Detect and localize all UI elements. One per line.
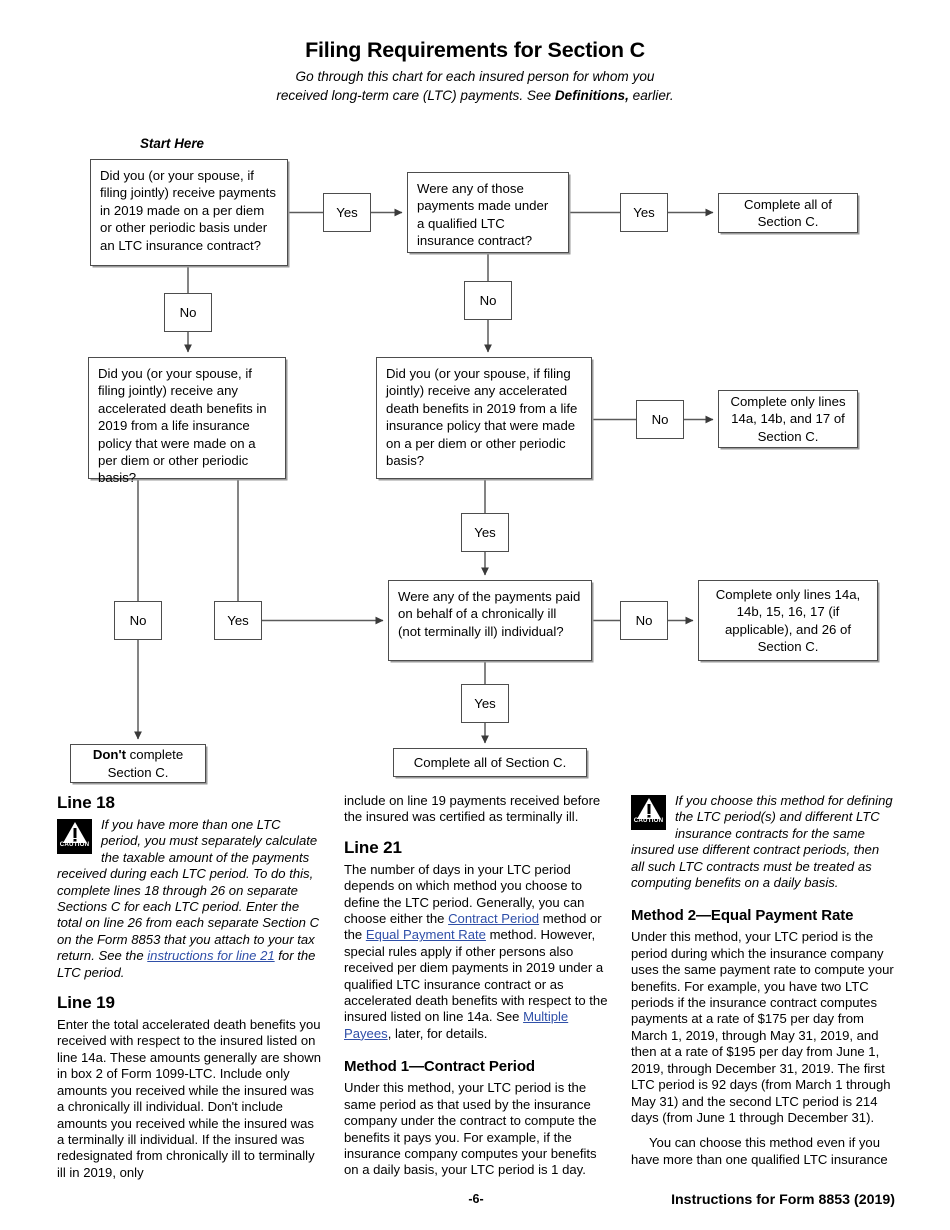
caution-exclamation-dot bbox=[647, 815, 650, 818]
flow-label-no-4: No bbox=[620, 601, 668, 640]
dont-emphasis: Don't bbox=[92, 747, 126, 763]
filing-requirements-flowchart: Start Here Did you (or your spouse, if f… bbox=[70, 136, 878, 783]
line-21-text-b: method or the bbox=[344, 911, 602, 943]
method-1-caution-paragraph: CAUTION If you choose this method for de… bbox=[631, 793, 895, 891]
caution-icon: CAUTION bbox=[631, 795, 666, 830]
flowchart-connector-lines bbox=[134, 208, 714, 744]
link-instructions-for-line-21[interactable]: instructions for line 21 bbox=[147, 948, 275, 964]
column-3: CAUTION If you choose this method for de… bbox=[631, 793, 895, 1190]
link-equal-payment-rate[interactable]: Equal Payment Rate bbox=[365, 927, 486, 943]
subtitle-text-after: earlier. bbox=[628, 87, 674, 103]
caution-icon-label: CAUTION bbox=[59, 840, 90, 848]
caution-exclamation-bar bbox=[647, 804, 650, 814]
flow-node-question-1: Did you (or your spouse, if filing joint… bbox=[90, 159, 288, 266]
caution-exclamation-bar bbox=[73, 828, 76, 838]
line-21-text-d: , later, for details. bbox=[387, 1025, 488, 1041]
flow-node-complete-lines-14a-14b-15-16-17-26: Complete only lines 14a, 14b, 15, 16, 17… bbox=[698, 580, 878, 661]
flow-label-no-2: No bbox=[464, 281, 512, 320]
caution-icon-label: CAUTION bbox=[633, 816, 664, 824]
footer-form-title: Instructions for Form 8853 (2019) bbox=[671, 1192, 895, 1208]
flow-node-question-3: Did you (or your spouse, if filing joint… bbox=[88, 357, 286, 485]
line-21-text-c: method. However, special rules apply if … bbox=[344, 927, 608, 1025]
line-18-caution-paragraph: CAUTION If you have more than one LTC pe… bbox=[57, 817, 321, 981]
instructions-body: Line 18 CAUTION If you have more than on… bbox=[57, 793, 895, 1190]
method-1-body: Under this method, your LTC period is th… bbox=[344, 1080, 597, 1178]
page-footer: -6- Instructions for Form 8853 (2019) bbox=[57, 1192, 895, 1208]
line-21-text-a: The number of days in your LTC period de… bbox=[344, 861, 585, 927]
flow-label-yes-5: Yes bbox=[461, 684, 509, 723]
heading-method-2-equal-payment-rate: Method 2—Equal Payment Rate bbox=[631, 907, 854, 925]
flow-label-no-5: No bbox=[114, 601, 162, 640]
flow-label-no-3: No bbox=[636, 400, 684, 439]
link-multiple-payees[interactable]: Multiple Payees bbox=[344, 1009, 569, 1041]
subtitle-definitions-emphasis: Definitions, bbox=[554, 87, 629, 103]
flow-node-question-2: Were any of those payments made under a … bbox=[407, 172, 569, 253]
column-1: Line 18 CAUTION If you have more than on… bbox=[57, 793, 321, 1190]
caution-exclamation-dot bbox=[73, 839, 76, 842]
heading-method-1-contract-period: Method 1—Contract Period bbox=[344, 1058, 535, 1076]
link-contract-period[interactable]: Contract Period bbox=[448, 911, 540, 927]
line-18-caution-text-a: If you have more than one LTC period, yo… bbox=[57, 817, 320, 964]
subtitle-text-before: Go through this chart for each insured p… bbox=[276, 69, 655, 103]
flow-node-complete-lines-14a-14b-17: Complete only lines 14a, 14b, and 17 of … bbox=[718, 390, 858, 448]
flow-label-yes-1: Yes bbox=[323, 193, 371, 232]
flow-node-complete-all-section-c-1: Complete all of Section C. bbox=[718, 193, 858, 233]
line-19-continuation: include on line 19 payments received bef… bbox=[344, 793, 601, 825]
flow-node-question-4: Did you (or your spouse, if filing joint… bbox=[376, 357, 592, 479]
dont-rest-text: complete Section C. bbox=[107, 747, 184, 780]
flow-node-dont-complete-section-c: Don't complete Section C. bbox=[70, 744, 206, 783]
flow-node-complete-all-section-c-2: Complete all of Section C. bbox=[393, 748, 587, 777]
flow-label-yes-2: Yes bbox=[620, 193, 668, 232]
flow-label-no-1: No bbox=[164, 293, 212, 332]
flow-node-question-5: Were any of the payments paid on behalf … bbox=[388, 580, 592, 661]
page-subtitle: Go through this chart for each insured p… bbox=[275, 68, 675, 105]
method-2-body: Under this method, your LTC period is th… bbox=[631, 929, 894, 1125]
caution-icon: CAUTION bbox=[57, 819, 92, 854]
heading-line-19: Line 19 bbox=[57, 993, 115, 1013]
start-here-label: Start Here bbox=[140, 136, 205, 151]
page-title: Filing Requirements for Section C bbox=[305, 38, 645, 62]
line-18-caution-text-b: for the LTC period. bbox=[57, 948, 316, 980]
flow-label-yes-4: Yes bbox=[214, 601, 262, 640]
page-number: -6- bbox=[468, 1192, 484, 1206]
heading-line-21: Line 21 bbox=[344, 837, 402, 857]
heading-line-18: Line 18 bbox=[57, 793, 115, 812]
line-21-body: The number of days in your LTC period de… bbox=[344, 862, 608, 1042]
line-19-body: Enter the total accelerated death benefi… bbox=[57, 1017, 321, 1180]
method-2-body-continued: You can choose this method even if you h… bbox=[631, 1135, 888, 1167]
flow-label-yes-3: Yes bbox=[461, 513, 509, 552]
column-2: include on line 19 payments received bef… bbox=[344, 793, 608, 1190]
method-1-caution-text: If you choose this method for defining t… bbox=[631, 793, 893, 891]
